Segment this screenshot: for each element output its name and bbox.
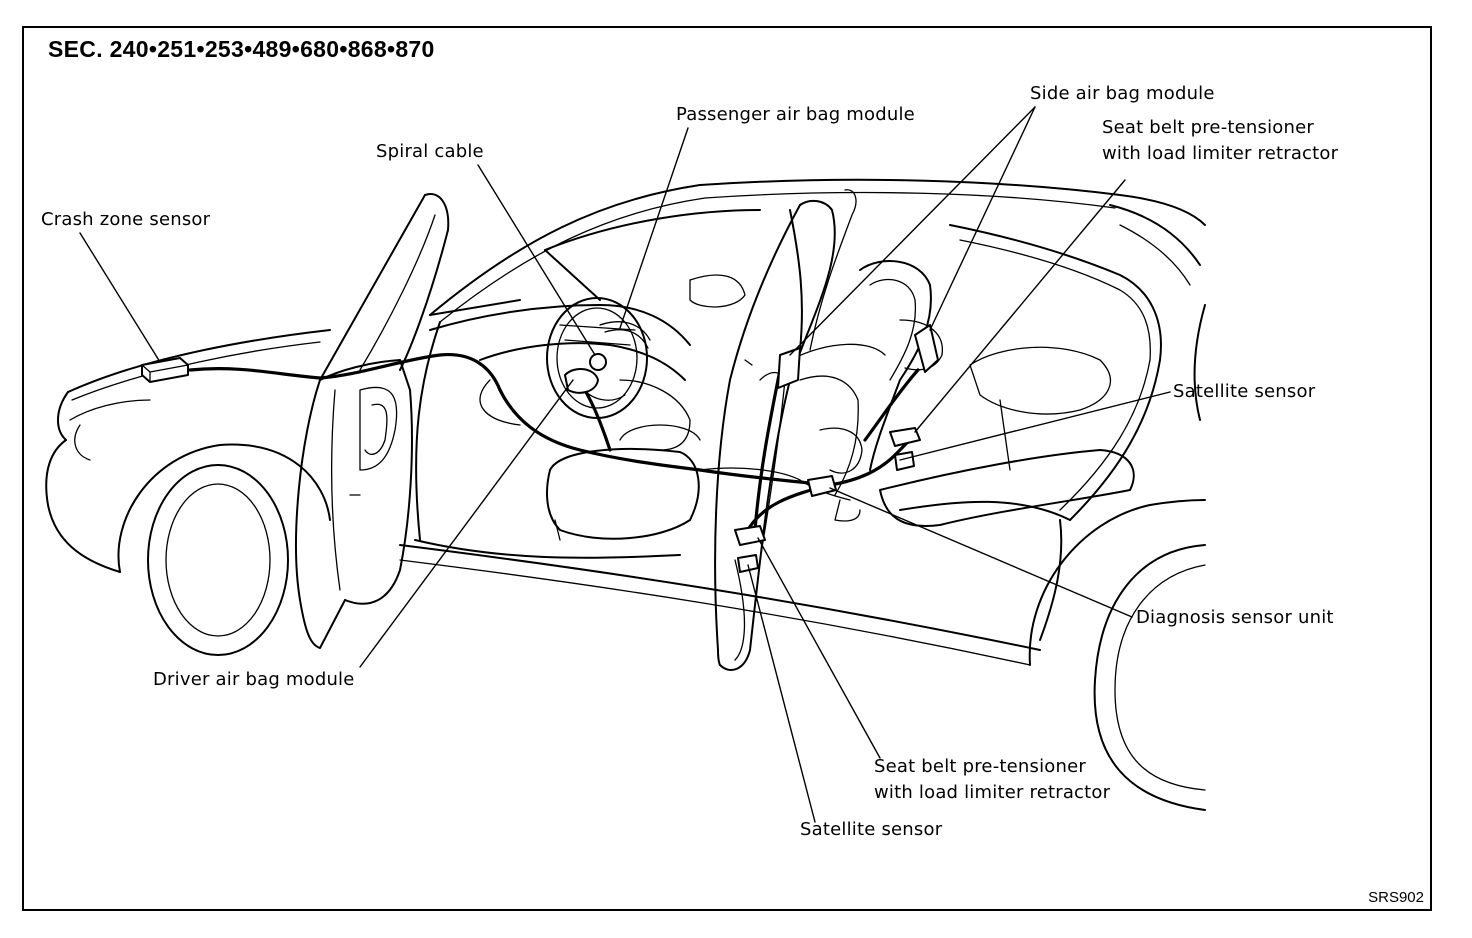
car-body-outline	[45, 178, 1206, 811]
diagnosis-sensor-part	[807, 475, 837, 497]
srs-components	[141, 324, 939, 573]
leader-satellite-sensor-front	[747, 564, 816, 823]
interior	[429, 260, 1135, 541]
label-crash-zone-sensor: Crash zone sensor	[41, 209, 211, 230]
leader-diagnosis-sensor-unit	[829, 487, 1133, 618]
label-seat-belt-pretensioner-front-line1: Seat belt pre-tensioner	[874, 756, 1087, 777]
open-front-door	[295, 193, 450, 649]
label-seat-belt-pretensioner-rear-line1: Seat belt pre-tensioner	[1102, 117, 1315, 138]
leader-passenger-air-bag	[619, 127, 689, 329]
diagram-frame	[22, 26, 1432, 911]
label-driver-air-bag-module: Driver air bag module	[153, 669, 355, 690]
rear-pretensioner-part	[889, 427, 921, 471]
leader-lines	[79, 106, 1171, 823]
label-spiral-cable: Spiral cable	[376, 141, 484, 162]
leader-side-air-bag-1	[789, 106, 1036, 356]
leader-crash-zone-sensor	[79, 232, 161, 363]
driver-air-bag-part	[564, 368, 599, 394]
leader-satellite-sensor-rear	[899, 391, 1171, 461]
section-reference: SEC. 240•251•253•489•680•868•870	[48, 36, 435, 62]
front-pretensioner-part	[734, 525, 766, 573]
side-air-bag-front-part	[777, 347, 801, 389]
label-passenger-air-bag-module: Passenger air bag module	[676, 104, 915, 125]
label-side-air-bag-module: Side air bag module	[1030, 83, 1215, 104]
side-air-bag-part	[914, 324, 939, 373]
label-diagnosis-sensor-unit: Diagnosis sensor unit	[1136, 607, 1334, 628]
label-satellite-sensor-front: Satellite sensor	[800, 819, 943, 840]
wiring-harness	[188, 352, 920, 537]
leader-rear-pretensioner	[914, 179, 1126, 433]
label-satellite-sensor-rear: Satellite sensor	[1173, 381, 1316, 402]
leader-side-air-bag-2	[929, 106, 1036, 331]
crash-zone-sensor-part	[141, 357, 189, 383]
figure-code: SRS902	[1368, 889, 1424, 906]
leader-spiral-cable	[477, 164, 596, 356]
label-seat-belt-pretensioner-rear-line2: with load limiter retractor	[1102, 143, 1339, 164]
label-seat-belt-pretensioner-front-line2: with load limiter retractor	[874, 782, 1111, 803]
open-rear-door	[714, 189, 857, 671]
leader-front-pretensioner	[757, 537, 881, 759]
leader-driver-air-bag	[359, 379, 574, 668]
